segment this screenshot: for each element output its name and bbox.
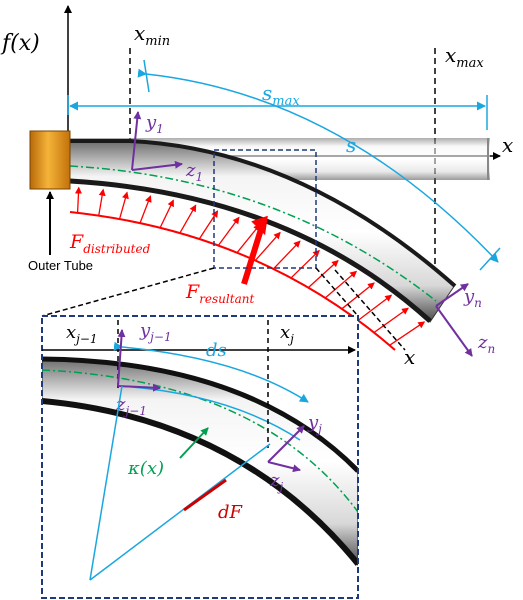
inset-radius-line-1 <box>89 385 123 581</box>
inset-dF-label: dF <box>218 502 244 523</box>
distributed-force-arrow <box>159 199 174 229</box>
distributed-force-arrow <box>373 307 409 334</box>
s-label: s <box>346 133 356 157</box>
resultant-force-label: Fresultant <box>185 281 254 306</box>
inset-frame <box>41 315 359 599</box>
yn-label: yn <box>463 286 482 310</box>
inset-ds-label: ds <box>206 340 227 361</box>
distributed-force-arrow <box>139 195 152 224</box>
tip-pointer-line <box>334 269 406 351</box>
inset-zj1-arrow <box>117 383 161 392</box>
xmin-label: xmin <box>134 21 170 49</box>
distributed-force-label: Fdistributed <box>69 231 151 256</box>
inset-dF-arrow <box>183 478 227 512</box>
resultant-force-arrow <box>241 225 265 285</box>
distributed-force-arrow <box>236 223 261 254</box>
distributed-force-arrow <box>217 216 240 246</box>
inset-radius-line-2 <box>89 443 271 581</box>
distributed-force-arrow <box>389 321 426 346</box>
distributed-force-arrow <box>179 204 197 234</box>
distributed-force-arrows <box>74 186 426 346</box>
distributed-force-arrow <box>357 294 393 321</box>
s-end-tick <box>479 247 501 271</box>
xmax-label: xmax <box>445 43 484 71</box>
distributed-force-arrow <box>254 231 281 261</box>
inset-detail <box>42 316 358 598</box>
z1-label: z1 <box>185 160 203 184</box>
zoom-region-box <box>213 149 317 269</box>
smax-label: smax <box>262 81 300 109</box>
distributed-force-arrow <box>74 186 82 213</box>
distributed-force-arrow <box>272 240 301 270</box>
inset-centerline <box>42 369 358 513</box>
outer-tube-label: Outer Tube <box>28 258 93 273</box>
inset-xj1-label: xj−1 <box>66 322 98 346</box>
y1-label: y1 <box>145 112 164 136</box>
s-arc-arrow <box>137 68 499 263</box>
outer-tube <box>29 130 71 190</box>
inset-yj1-arrow <box>117 329 126 387</box>
inset-yj-label: yj <box>307 412 322 436</box>
y-axis-label: f(x) <box>0 31 40 56</box>
distributed-force-arrow <box>98 188 106 216</box>
inset-yj1-label: yj−1 <box>139 320 172 344</box>
zn-label: zn <box>477 332 495 356</box>
distributed-force-arrow <box>307 259 339 289</box>
inset-kappa-arrow <box>179 427 209 459</box>
inset-zj1-label: zj−1 <box>115 394 147 418</box>
inset-zj-arrow <box>267 461 301 473</box>
x-axis-label-bottom: x <box>404 345 415 369</box>
zoom-connector-left <box>41 267 215 317</box>
s-start-tick <box>143 59 150 93</box>
distributed-force-arrow <box>324 270 358 299</box>
resultant-force-head <box>251 215 268 236</box>
distributed-force-arrow <box>118 191 129 220</box>
y1-axis-arrow <box>131 111 142 171</box>
yn-axis-arrow <box>435 283 469 307</box>
x-axis-label-top: x <box>502 133 513 157</box>
zn-axis-arrow <box>435 305 473 357</box>
zoom-connector-right <box>315 267 359 317</box>
inset-yj-arrow <box>267 425 305 463</box>
inset-ds-arrow <box>113 341 309 403</box>
distributed-force-arrow <box>290 249 320 279</box>
inset-zj-label: zj <box>269 470 283 494</box>
z1-axis-arrow <box>131 160 183 171</box>
inset-xj-label: xj <box>280 322 294 346</box>
centerline-dashdot <box>69 165 437 302</box>
inset-kappa-label: κ(x) <box>127 458 164 479</box>
distributed-force-arrow <box>198 210 219 240</box>
